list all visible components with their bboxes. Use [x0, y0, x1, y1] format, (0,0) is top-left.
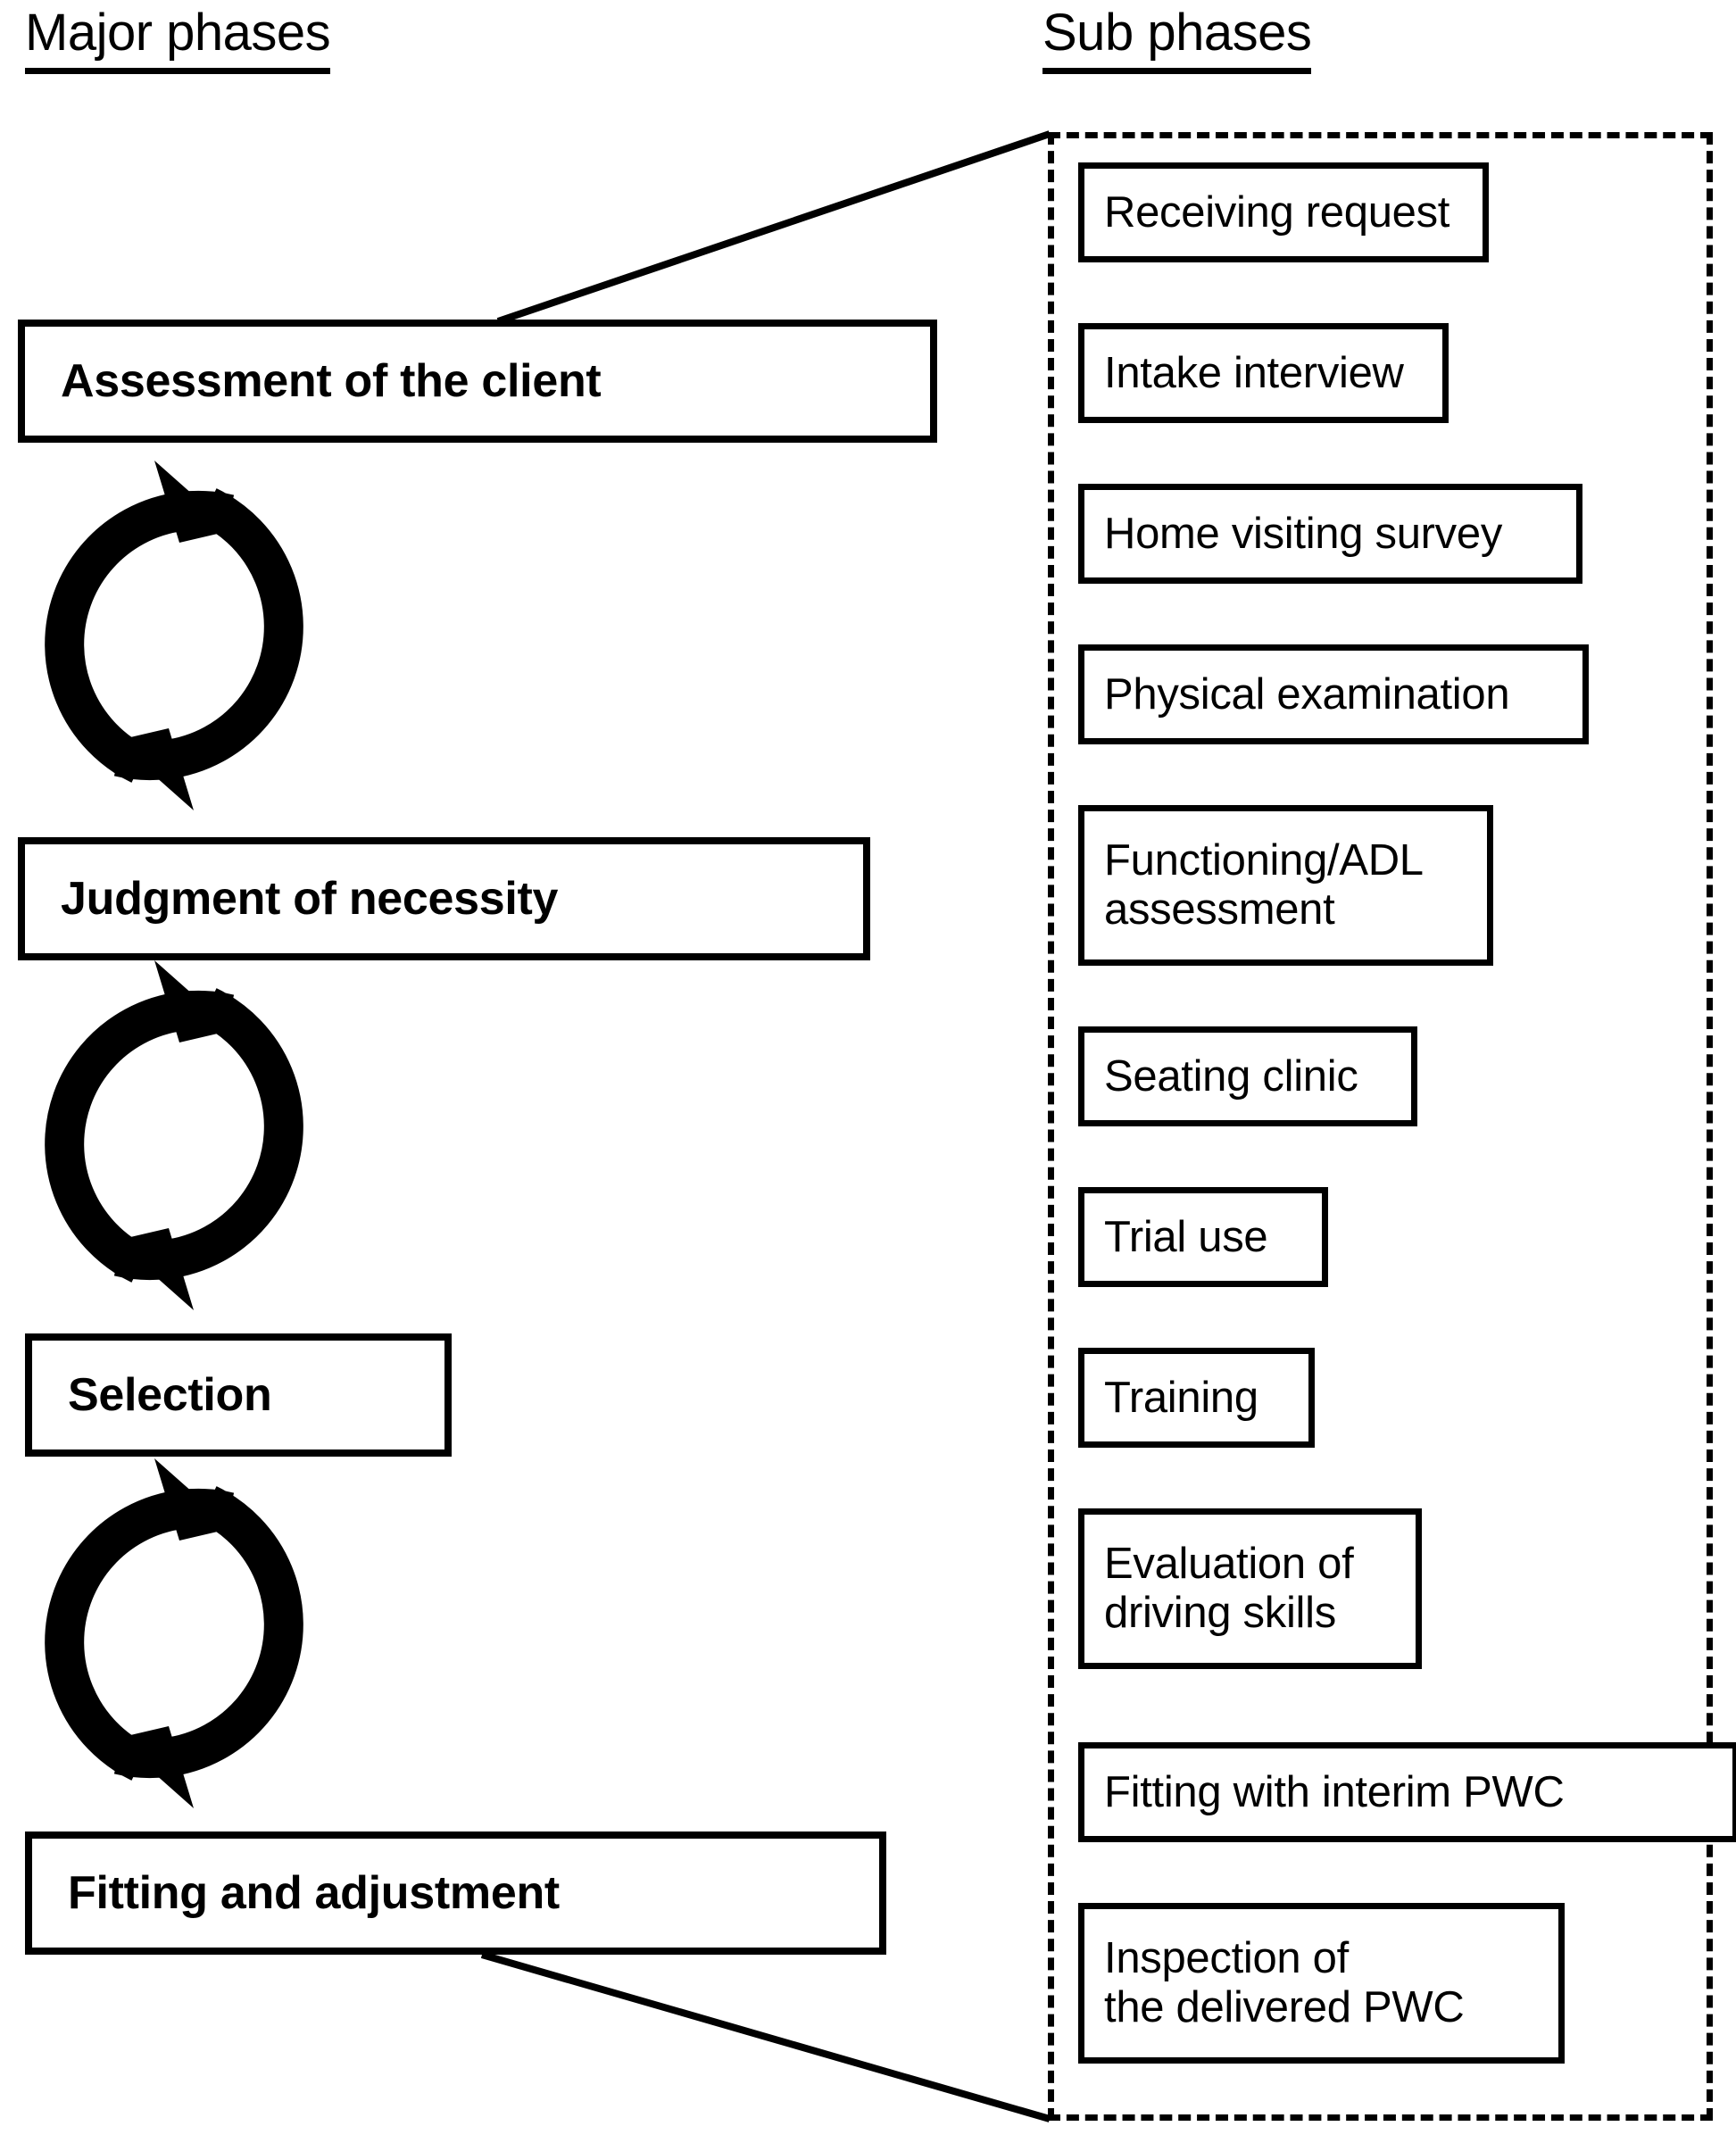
major-phase-box-fitting[interactable]: Fitting and adjustment — [25, 1832, 886, 1955]
major-phase-label: Fitting and adjustment — [68, 1866, 560, 1919]
sub-phase-box-inspection-of-the-delivered-pwc[interactable]: Inspection of the delivered PWC — [1078, 1903, 1565, 2064]
column-heading-sub-phases: Sub phases — [1042, 7, 1312, 74]
major-phase-box-judgment[interactable]: Judgment of necessity — [18, 837, 870, 960]
major-phase-box-selection[interactable]: Selection — [25, 1333, 452, 1457]
major-phase-label: Judgment of necessity — [61, 872, 559, 925]
sub-phase-label: Trial use — [1104, 1212, 1268, 1261]
sub-phase-label: Intake interview — [1104, 348, 1404, 397]
sub-phase-box-home-visiting-survey[interactable]: Home visiting survey — [1078, 484, 1582, 584]
sub-phase-label: Fitting with interim PWC — [1104, 1767, 1565, 1816]
cycle-arrow-selection-to-fitting — [64, 1458, 284, 1808]
sub-phase-label: Home visiting survey — [1104, 509, 1503, 558]
major-phase-label: Assessment of the client — [61, 354, 602, 407]
sub-phase-label: Evaluation of driving skills — [1104, 1540, 1354, 1637]
sub-phase-box-physical-examination[interactable]: Physical examination — [1078, 644, 1589, 744]
sub-phase-label: Functioning/ADL assessment — [1104, 836, 1424, 934]
sub-phase-box-evaluation-of-driving-skills[interactable]: Evaluation of driving skills — [1078, 1508, 1422, 1669]
sub-phase-box-functioning-adl-assessment[interactable]: Functioning/ADL assessment — [1078, 805, 1493, 966]
sub-phase-label: Physical examination — [1104, 669, 1510, 718]
sub-phase-label: Inspection of the delivered PWC — [1104, 1934, 1465, 2031]
cycle-arrow-assessment-to-judgment — [64, 461, 284, 810]
sub-phase-box-receiving-request[interactable]: Receiving request — [1078, 162, 1489, 262]
sub-phase-box-intake-interview[interactable]: Intake interview — [1078, 323, 1449, 423]
sub-phase-box-fitting-with-interim-pwc[interactable]: Fitting with interim PWC — [1078, 1742, 1736, 1842]
column-heading-major-phases: Major phases — [25, 7, 331, 74]
sub-phase-box-training[interactable]: Training — [1078, 1348, 1315, 1448]
major-phase-label: Selection — [68, 1368, 272, 1421]
sub-phase-box-trial-use[interactable]: Trial use — [1078, 1187, 1328, 1287]
sub-phase-label: Receiving request — [1104, 187, 1450, 237]
sub-phase-label: Seating clinic — [1104, 1051, 1358, 1101]
sub-phases-group-boundary — [1048, 132, 1713, 2121]
connector-fitting-to-sub-group — [480, 1951, 1051, 2122]
connector-assessment-to-sub-group — [496, 130, 1051, 325]
major-phase-box-assessment[interactable]: Assessment of the client — [18, 320, 937, 443]
sub-phase-box-seating-clinic[interactable]: Seating clinic — [1078, 1026, 1417, 1126]
sub-phase-label: Training — [1104, 1373, 1258, 1422]
cycle-arrow-judgment-to-selection — [64, 960, 284, 1310]
